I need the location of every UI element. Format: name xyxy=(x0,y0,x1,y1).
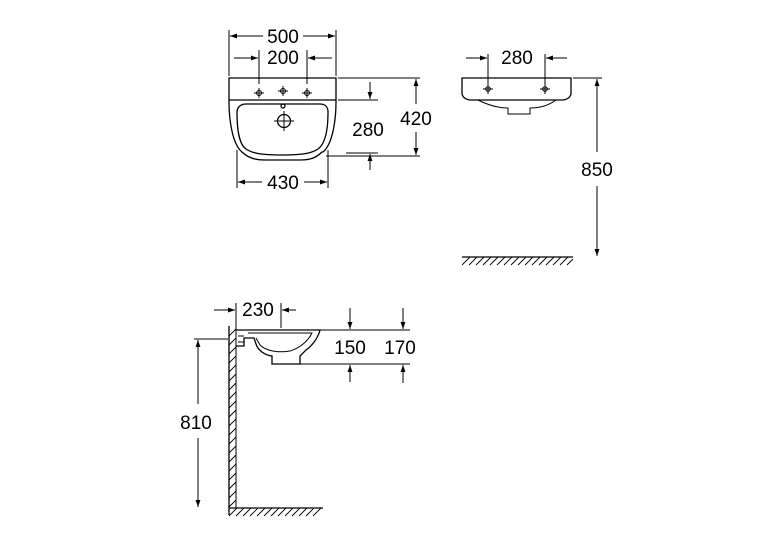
basin-front-outline xyxy=(461,77,572,115)
dim-overall-depth xyxy=(326,77,420,157)
dim-front-tap-spacing-label: 280 xyxy=(501,48,533,69)
dim-front-tap-spacing xyxy=(466,54,567,84)
dim-bowl-depth-label: 280 xyxy=(352,120,384,141)
tap-hole-left-icon xyxy=(254,88,264,98)
dim-overall-depth-label: 420 xyxy=(400,109,432,130)
dim-bowl-height-label: 150 xyxy=(334,338,366,359)
tap-hole-front-left-icon xyxy=(483,84,493,94)
dim-bowl-depth xyxy=(338,82,378,170)
overflow-icon xyxy=(280,103,286,109)
dim-total-height-label: 170 xyxy=(384,338,416,359)
dim-projection xyxy=(214,303,296,328)
floor-front xyxy=(461,256,574,266)
floor-side xyxy=(228,507,323,517)
dim-inner-width-label: 430 xyxy=(267,173,299,194)
dim-rim-height-label: 850 xyxy=(581,160,613,181)
drain-icon xyxy=(274,111,294,131)
wall xyxy=(228,326,237,515)
dim-underside-height xyxy=(194,338,228,507)
dim-projection-label: 230 xyxy=(242,300,274,321)
dim-underside-height-label: 810 xyxy=(180,413,212,434)
dim-tap-spacing xyxy=(234,50,332,84)
dim-overall-width-label: 500 xyxy=(267,27,299,48)
dim-overall-width xyxy=(228,30,337,76)
dim-tap-spacing-label: 200 xyxy=(267,48,299,69)
tap-hole-center-icon xyxy=(278,86,288,96)
tap-hole-front-right-icon xyxy=(540,84,550,94)
tap-hole-right-icon xyxy=(302,88,312,98)
front-view: 280 850 xyxy=(461,48,613,266)
basin-side-profile xyxy=(236,329,321,365)
dim-inner-width xyxy=(236,150,329,188)
basin-outline xyxy=(228,77,337,161)
dim-rim-height xyxy=(573,77,602,256)
side-view: 230 150 170 810 xyxy=(180,300,416,517)
top-view: 500 200 420 280 xyxy=(228,27,432,194)
